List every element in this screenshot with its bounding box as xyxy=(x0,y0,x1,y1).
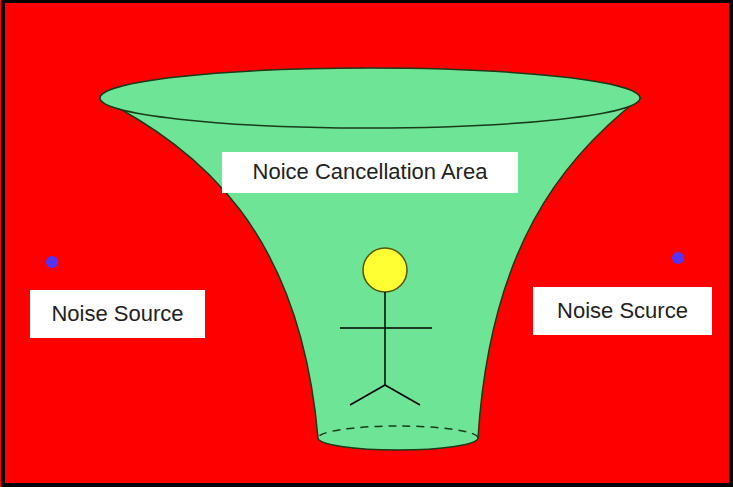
person-leg xyxy=(385,385,420,405)
label-box: Noice Cancellation Area xyxy=(222,152,518,193)
person-leg xyxy=(350,385,385,405)
label-text: Noise Source xyxy=(51,300,183,329)
funnel-body xyxy=(100,98,640,450)
label-box: Noise Source xyxy=(30,290,205,338)
label-text: Noise Scurce xyxy=(557,297,688,326)
noise-source-dot xyxy=(672,252,684,264)
person-head xyxy=(363,248,407,292)
label-box: Noise Scurce xyxy=(533,287,712,335)
noise-source-dot xyxy=(46,256,58,268)
person-body xyxy=(384,292,386,385)
frame-border xyxy=(3,1,731,485)
funnel-top-ellipse xyxy=(100,68,640,128)
person-arms xyxy=(340,327,432,329)
funnel-bottom-dashed xyxy=(318,426,478,438)
label-text: Noice Cancellation Area xyxy=(253,158,488,187)
